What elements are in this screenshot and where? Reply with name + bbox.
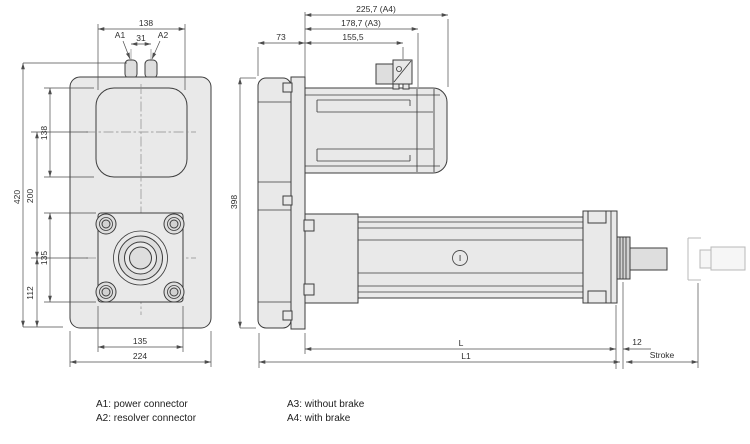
tube-marker-circle [452, 250, 468, 266]
legend-a1: A1: power connector [96, 399, 188, 410]
leader-a2 [151, 40, 161, 60]
gearbox-tab [303, 219, 315, 232]
gearbox-tab [303, 283, 315, 296]
leader-a1 [122, 40, 131, 60]
dim-flange-width: 135 [133, 336, 147, 346]
flange-bolt [163, 281, 185, 303]
dim-bottom-offset: 112 [25, 286, 35, 300]
dim-connector-length: 155,5 [342, 32, 364, 42]
output-shaft-circles [113, 230, 168, 286]
piston-rod [629, 247, 668, 271]
dim-total-height: 420 [12, 190, 22, 204]
phantom-rod-extended [687, 237, 746, 281]
dim-total-a4: 225,7 (A4) [356, 4, 396, 14]
adapter-plate [290, 76, 306, 330]
flange-bolt [95, 213, 117, 235]
dim-connector-gap: 31 [136, 33, 146, 43]
dim-plate-depth: 73 [276, 32, 286, 42]
dim-plate-width: 224 [133, 351, 147, 361]
motor-housing-face [95, 87, 188, 178]
dim-total-length: L1 [461, 351, 471, 361]
legend: A1: power connector A2: resolver connect… [96, 399, 365, 424]
dim-plate-height: 398 [229, 195, 239, 209]
end-cap-nut [587, 210, 607, 224]
side-view-dimensions: 225,7 (A4) 178,7 (A3) 155,5 73 398 L 12 … [229, 4, 699, 369]
label-a2: A2 [158, 30, 169, 40]
legend-a4: A4: with brake [287, 413, 351, 424]
legend-a3: A3: without brake [287, 399, 365, 410]
flange-bolt [163, 213, 185, 235]
front-view-dimensions: 138 A1 31 A2 420 200 112 138 135 1 [12, 18, 212, 367]
plate-tab [282, 82, 293, 93]
dim-flange-height: 135 [39, 251, 49, 265]
label-a1: A1 [115, 30, 126, 40]
side-view: I [257, 59, 746, 330]
front-view [69, 49, 212, 329]
tube-marker-label: I [459, 253, 461, 263]
rod-collar [616, 236, 631, 280]
dim-stroke: Stroke [650, 350, 675, 360]
end-cap-nut [587, 290, 607, 304]
dim-center-distance: 200 [25, 189, 35, 203]
plate-tab [282, 195, 293, 206]
motor-body [304, 87, 448, 174]
dim-total-a3: 178,7 (A3) [341, 18, 381, 28]
resolver-connector [144, 59, 158, 79]
dim-top-width: 138 [139, 18, 153, 28]
cylinder-tube [357, 216, 584, 299]
dim-motor-height: 138 [39, 126, 49, 140]
legend-a2: A2: resolver connector [96, 413, 197, 424]
plate-tab [282, 310, 293, 321]
flange-bolt [95, 281, 117, 303]
connector-gland-circle [396, 66, 402, 72]
dim-rod-extension: 12 [632, 337, 642, 347]
end-cap [582, 210, 618, 304]
flange-bolts [95, 213, 185, 303]
dim-body-length: L [459, 338, 464, 348]
motor-connector [375, 59, 413, 90]
